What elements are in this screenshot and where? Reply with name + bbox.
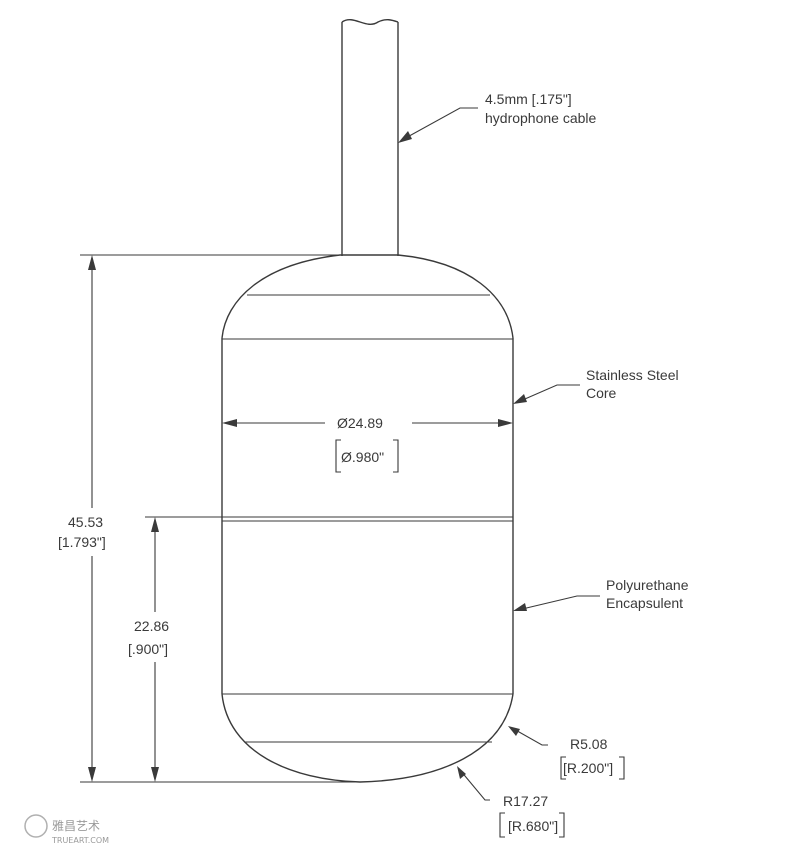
diameter-dimension: [222, 419, 513, 473]
hydrophone-cable: [341, 19, 399, 256]
encapsulent-leader: [513, 595, 600, 611]
large-radius-in-label: [R.680"]: [508, 818, 558, 834]
encap-line1-label: Polyurethane: [606, 577, 689, 593]
diameter-mm-label: Ø24.89: [337, 415, 383, 431]
height-mm-label: 45.53: [68, 514, 103, 530]
diameter-in-label: Ø.980": [341, 449, 384, 465]
watermark: 雅昌艺术 TRUEART.COM: [24, 814, 109, 845]
cable-dim-label: 4.5mm [.175"]: [485, 91, 572, 107]
cable-name-label: hydrophone cable: [485, 110, 597, 126]
watermark-en-text: TRUEART.COM: [51, 836, 109, 845]
small-radius-in-label: [R.200"]: [563, 760, 613, 776]
small-radius-leader: [508, 726, 548, 746]
lower-in-label: [.900"]: [128, 641, 168, 657]
small-radius-mm-label: R5.08: [570, 736, 608, 752]
encap-line2-label: Encapsulent: [606, 595, 683, 611]
lower-height-dimension: [145, 516, 222, 782]
large-radius-mm-label: R17.27: [503, 793, 548, 809]
watermark-logo-icon: [24, 814, 48, 838]
large-radius-leader: [457, 766, 490, 801]
lower-mm-label: 22.86: [134, 618, 169, 634]
watermark-cn-text: 雅昌艺术: [52, 818, 100, 833]
core-line2-label: Core: [586, 385, 617, 401]
sensor-body: [221, 254, 514, 783]
height-in-label: [1.793"]: [58, 534, 106, 550]
cable-leader: [398, 107, 478, 143]
height-dimension: [80, 254, 360, 783]
core-line1-label: Stainless Steel: [586, 367, 679, 383]
core-leader: [513, 384, 580, 404]
